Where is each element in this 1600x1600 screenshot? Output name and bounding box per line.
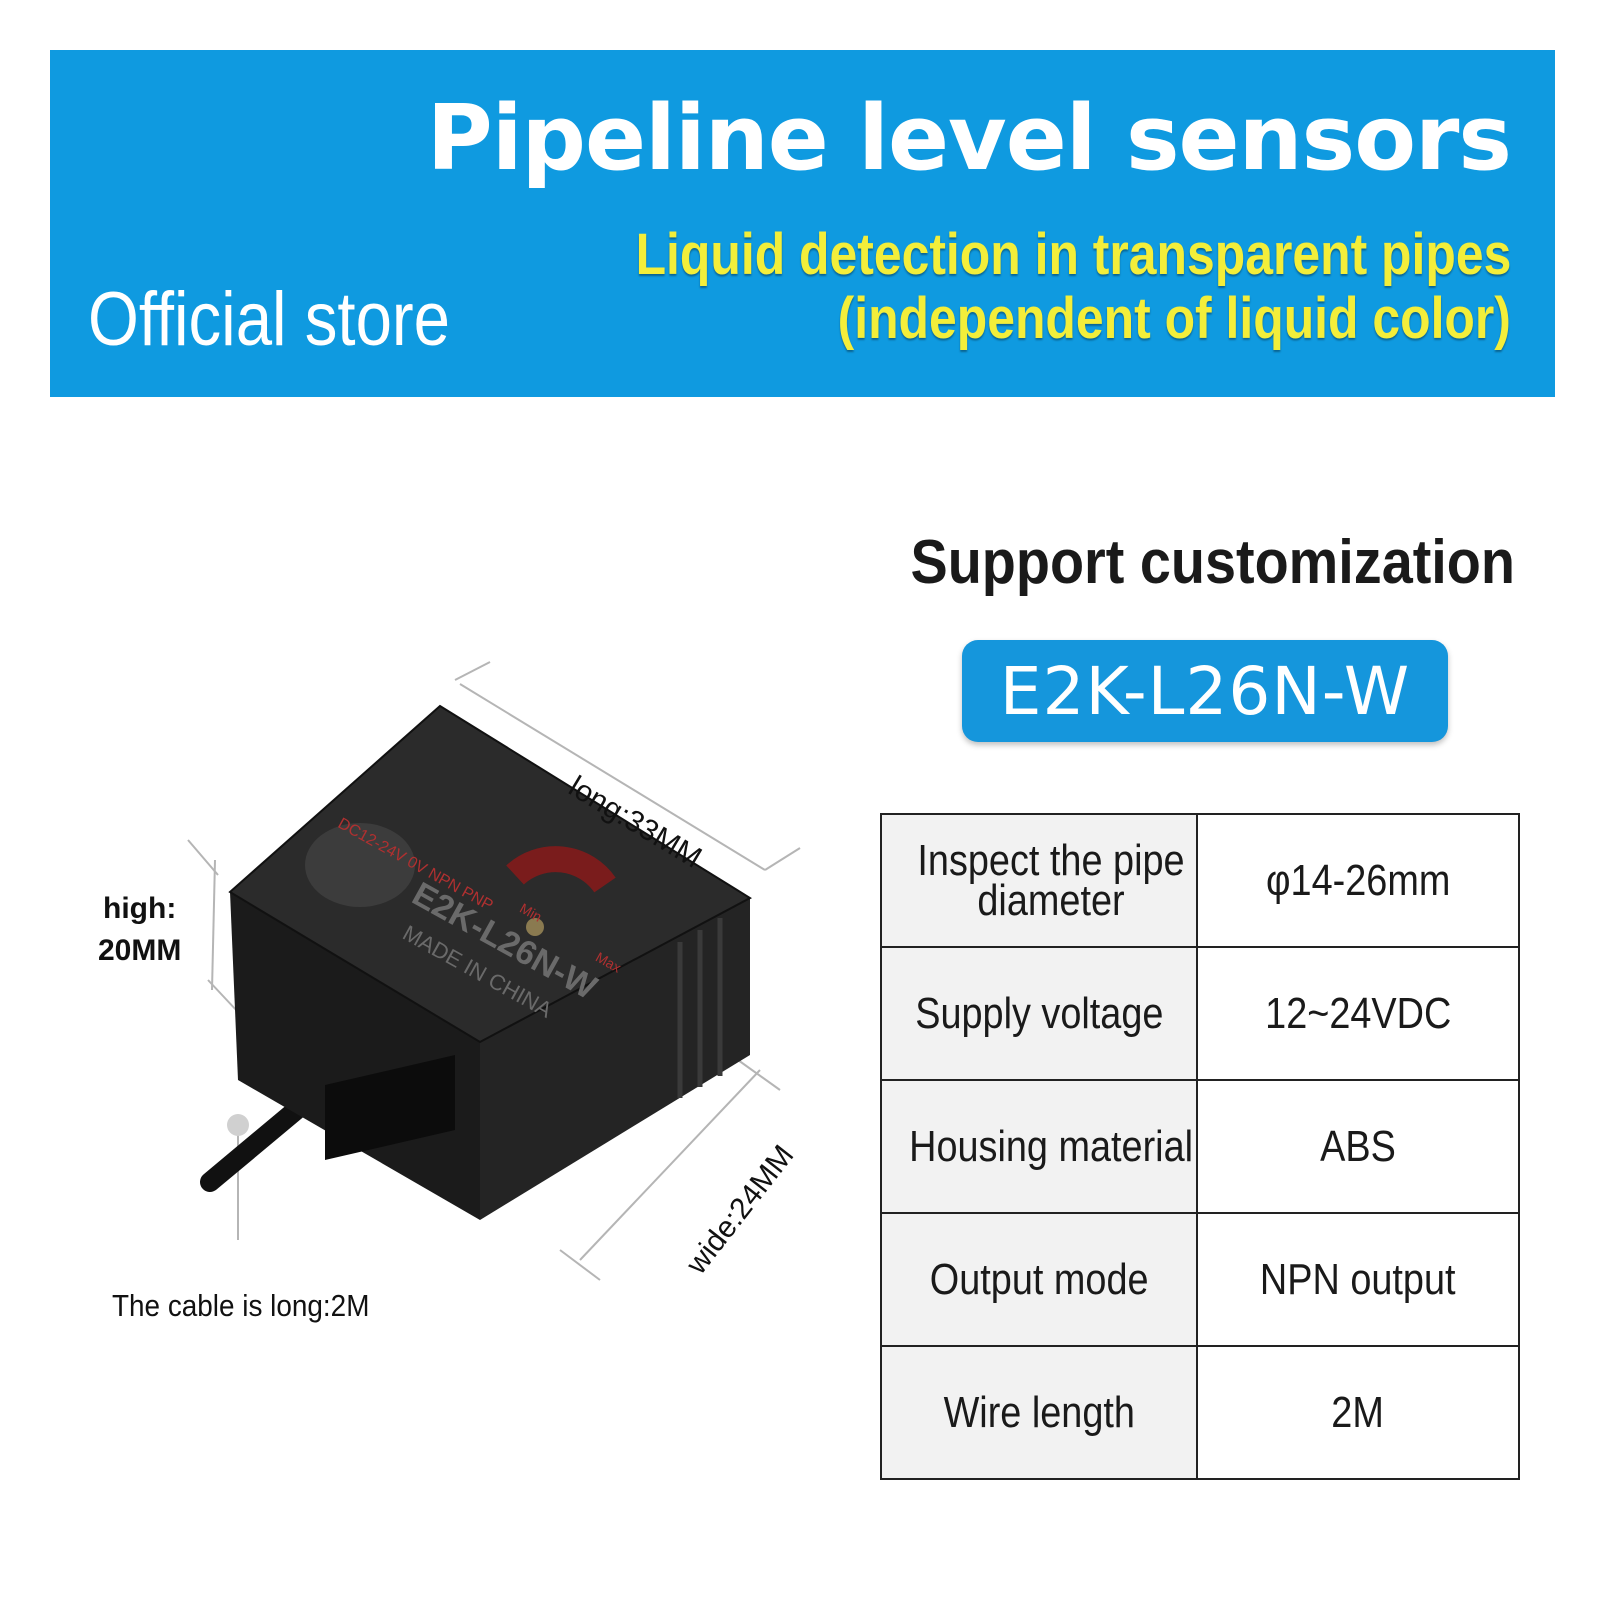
- spec-label-cell: Inspect the pipe diameter: [880, 813, 1198, 948]
- spec-value: 2M: [1331, 1387, 1385, 1437]
- height-value: 20MM: [98, 934, 182, 967]
- spec-label: Supply voltage: [914, 988, 1164, 1038]
- product-illustration: E2K-L26N-W MADE IN CHINA Min Max DC12-24…: [60, 660, 860, 1340]
- spec-value-cell: φ14-26mm: [1196, 813, 1520, 948]
- official-store-label: Official store: [88, 277, 451, 362]
- table-row: Inspect the pipe diameter φ14-26mm: [880, 813, 1520, 948]
- spec-value: 12~24VDC: [1264, 988, 1452, 1038]
- height-dimension-label: high: 20MM: [98, 888, 181, 972]
- banner-subtitle-line1: Liquid detection in transparent pipes: [635, 222, 1511, 287]
- banner-title: Pipeline level sensors: [426, 86, 1512, 191]
- adjust-knob: [526, 918, 544, 936]
- spec-label-cell: Output mode: [880, 1212, 1198, 1347]
- model-number: E2K-L26N-W: [999, 652, 1411, 730]
- dimension-lines: [187, 661, 801, 1281]
- spec-label: Output mode: [929, 1254, 1149, 1304]
- spec-value-cell: NPN output: [1196, 1212, 1520, 1347]
- spec-label-cell: Supply voltage: [880, 946, 1198, 1081]
- spec-label: Housing material: [909, 1121, 1194, 1171]
- height-label: high:: [103, 892, 177, 925]
- banner-subtitle-line2: (independent of liquid color): [837, 286, 1511, 351]
- spec-value-cell: ABS: [1196, 1079, 1520, 1214]
- spec-value-cell: 12~24VDC: [1196, 946, 1520, 1081]
- table-row: Housing material ABS: [880, 1079, 1520, 1214]
- customization-title: Support customization: [910, 528, 1515, 597]
- spec-value: ABS: [1320, 1121, 1396, 1171]
- cable-marker: [227, 1114, 249, 1136]
- spec-table: Inspect the pipe diameter φ14-26mm Suppl…: [880, 813, 1520, 1480]
- spec-label-cell: Wire length: [880, 1345, 1198, 1480]
- model-badge: E2K-L26N-W: [962, 640, 1448, 742]
- spec-label-cell: Housing material: [880, 1079, 1198, 1214]
- sensor-photo: E2K-L26N-W MADE IN CHINA Min Max DC12-24…: [187, 661, 801, 1281]
- table-row: Wire length 2M: [880, 1345, 1520, 1480]
- spec-value: φ14-26mm: [1265, 855, 1451, 905]
- spec-value-cell: 2M: [1196, 1345, 1520, 1480]
- header-banner: Pipeline level sensors Liquid detection …: [50, 50, 1555, 397]
- spec-value: NPN output: [1260, 1254, 1456, 1304]
- table-row: Output mode NPN output: [880, 1212, 1520, 1347]
- spec-label: Wire length: [943, 1387, 1135, 1437]
- spec-label: Inspect the pipe diameter: [917, 835, 1185, 925]
- table-row: Supply voltage 12~24VDC: [880, 946, 1520, 1081]
- cable-length-label: The cable is long:2M: [112, 1288, 370, 1323]
